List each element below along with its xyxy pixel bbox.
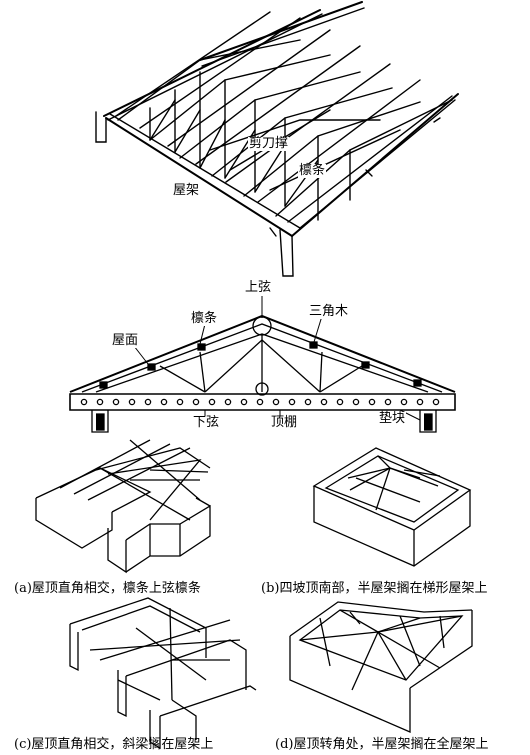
- label-bottom-chord: 下弦: [192, 415, 221, 430]
- ceiling-joist-mark: [336, 398, 344, 406]
- ceiling-joist-mark: [432, 398, 440, 406]
- caption-d: (d)屋顶转角处，半屋架搁在全屋架上: [275, 737, 489, 752]
- ceiling-joist-mark: [112, 398, 120, 406]
- label-ceiling: 顶棚: [270, 415, 299, 430]
- ceiling-joist-mark: [192, 398, 200, 406]
- ceiling-joist-mark: [240, 398, 248, 406]
- label-roof-surface: 屋面: [111, 333, 140, 348]
- label-purlin-top: 檩条: [298, 163, 327, 178]
- ceiling-joist-mark: [224, 398, 232, 406]
- truss-roof-perspective-drawing: [95, 1, 459, 277]
- ceiling-joist-mark: [320, 398, 328, 406]
- ceiling-joist-mark: [144, 398, 152, 406]
- ceiling-joist-mark: [256, 398, 264, 406]
- ceiling-joist-mark: [288, 398, 296, 406]
- ceiling-joist-mark: [384, 398, 392, 406]
- ceiling-joist-mark: [128, 398, 136, 406]
- ceiling-joist-mark: [96, 398, 104, 406]
- ceiling-joist-mark: [208, 398, 216, 406]
- ceiling-joist-mark: [304, 398, 312, 406]
- label-purlin-mid: 檩条: [190, 311, 219, 326]
- ceiling-joist-mark: [80, 398, 88, 406]
- caption-c: (c)屋顶直角相交，斜梁搁在屋架上: [14, 737, 214, 752]
- ceiling-joist-mark: [368, 398, 376, 406]
- ceiling-joist-mark: [416, 398, 424, 406]
- ceiling-joist-mark: [352, 398, 360, 406]
- ceiling-joist-mark: [272, 398, 280, 406]
- label-pad-block: 垫块: [378, 411, 407, 426]
- caption-b: (b)四坡顶南部，半屋架搁在梯形屋架上: [261, 581, 488, 596]
- label-roof-truss: 屋架: [172, 183, 201, 198]
- caption-a: (a)屋顶直角相交，檩条上弦檩条: [14, 581, 201, 596]
- label-triangle-wood: 三角木: [308, 304, 350, 319]
- ceiling-joist-mark: [160, 398, 168, 406]
- ceiling-joist-mark: [176, 398, 184, 406]
- ceiling-joist-mark: [400, 398, 408, 406]
- label-top-chord: 上弦: [244, 280, 273, 295]
- label-scissor-brace: 剪刀撑: [248, 136, 290, 151]
